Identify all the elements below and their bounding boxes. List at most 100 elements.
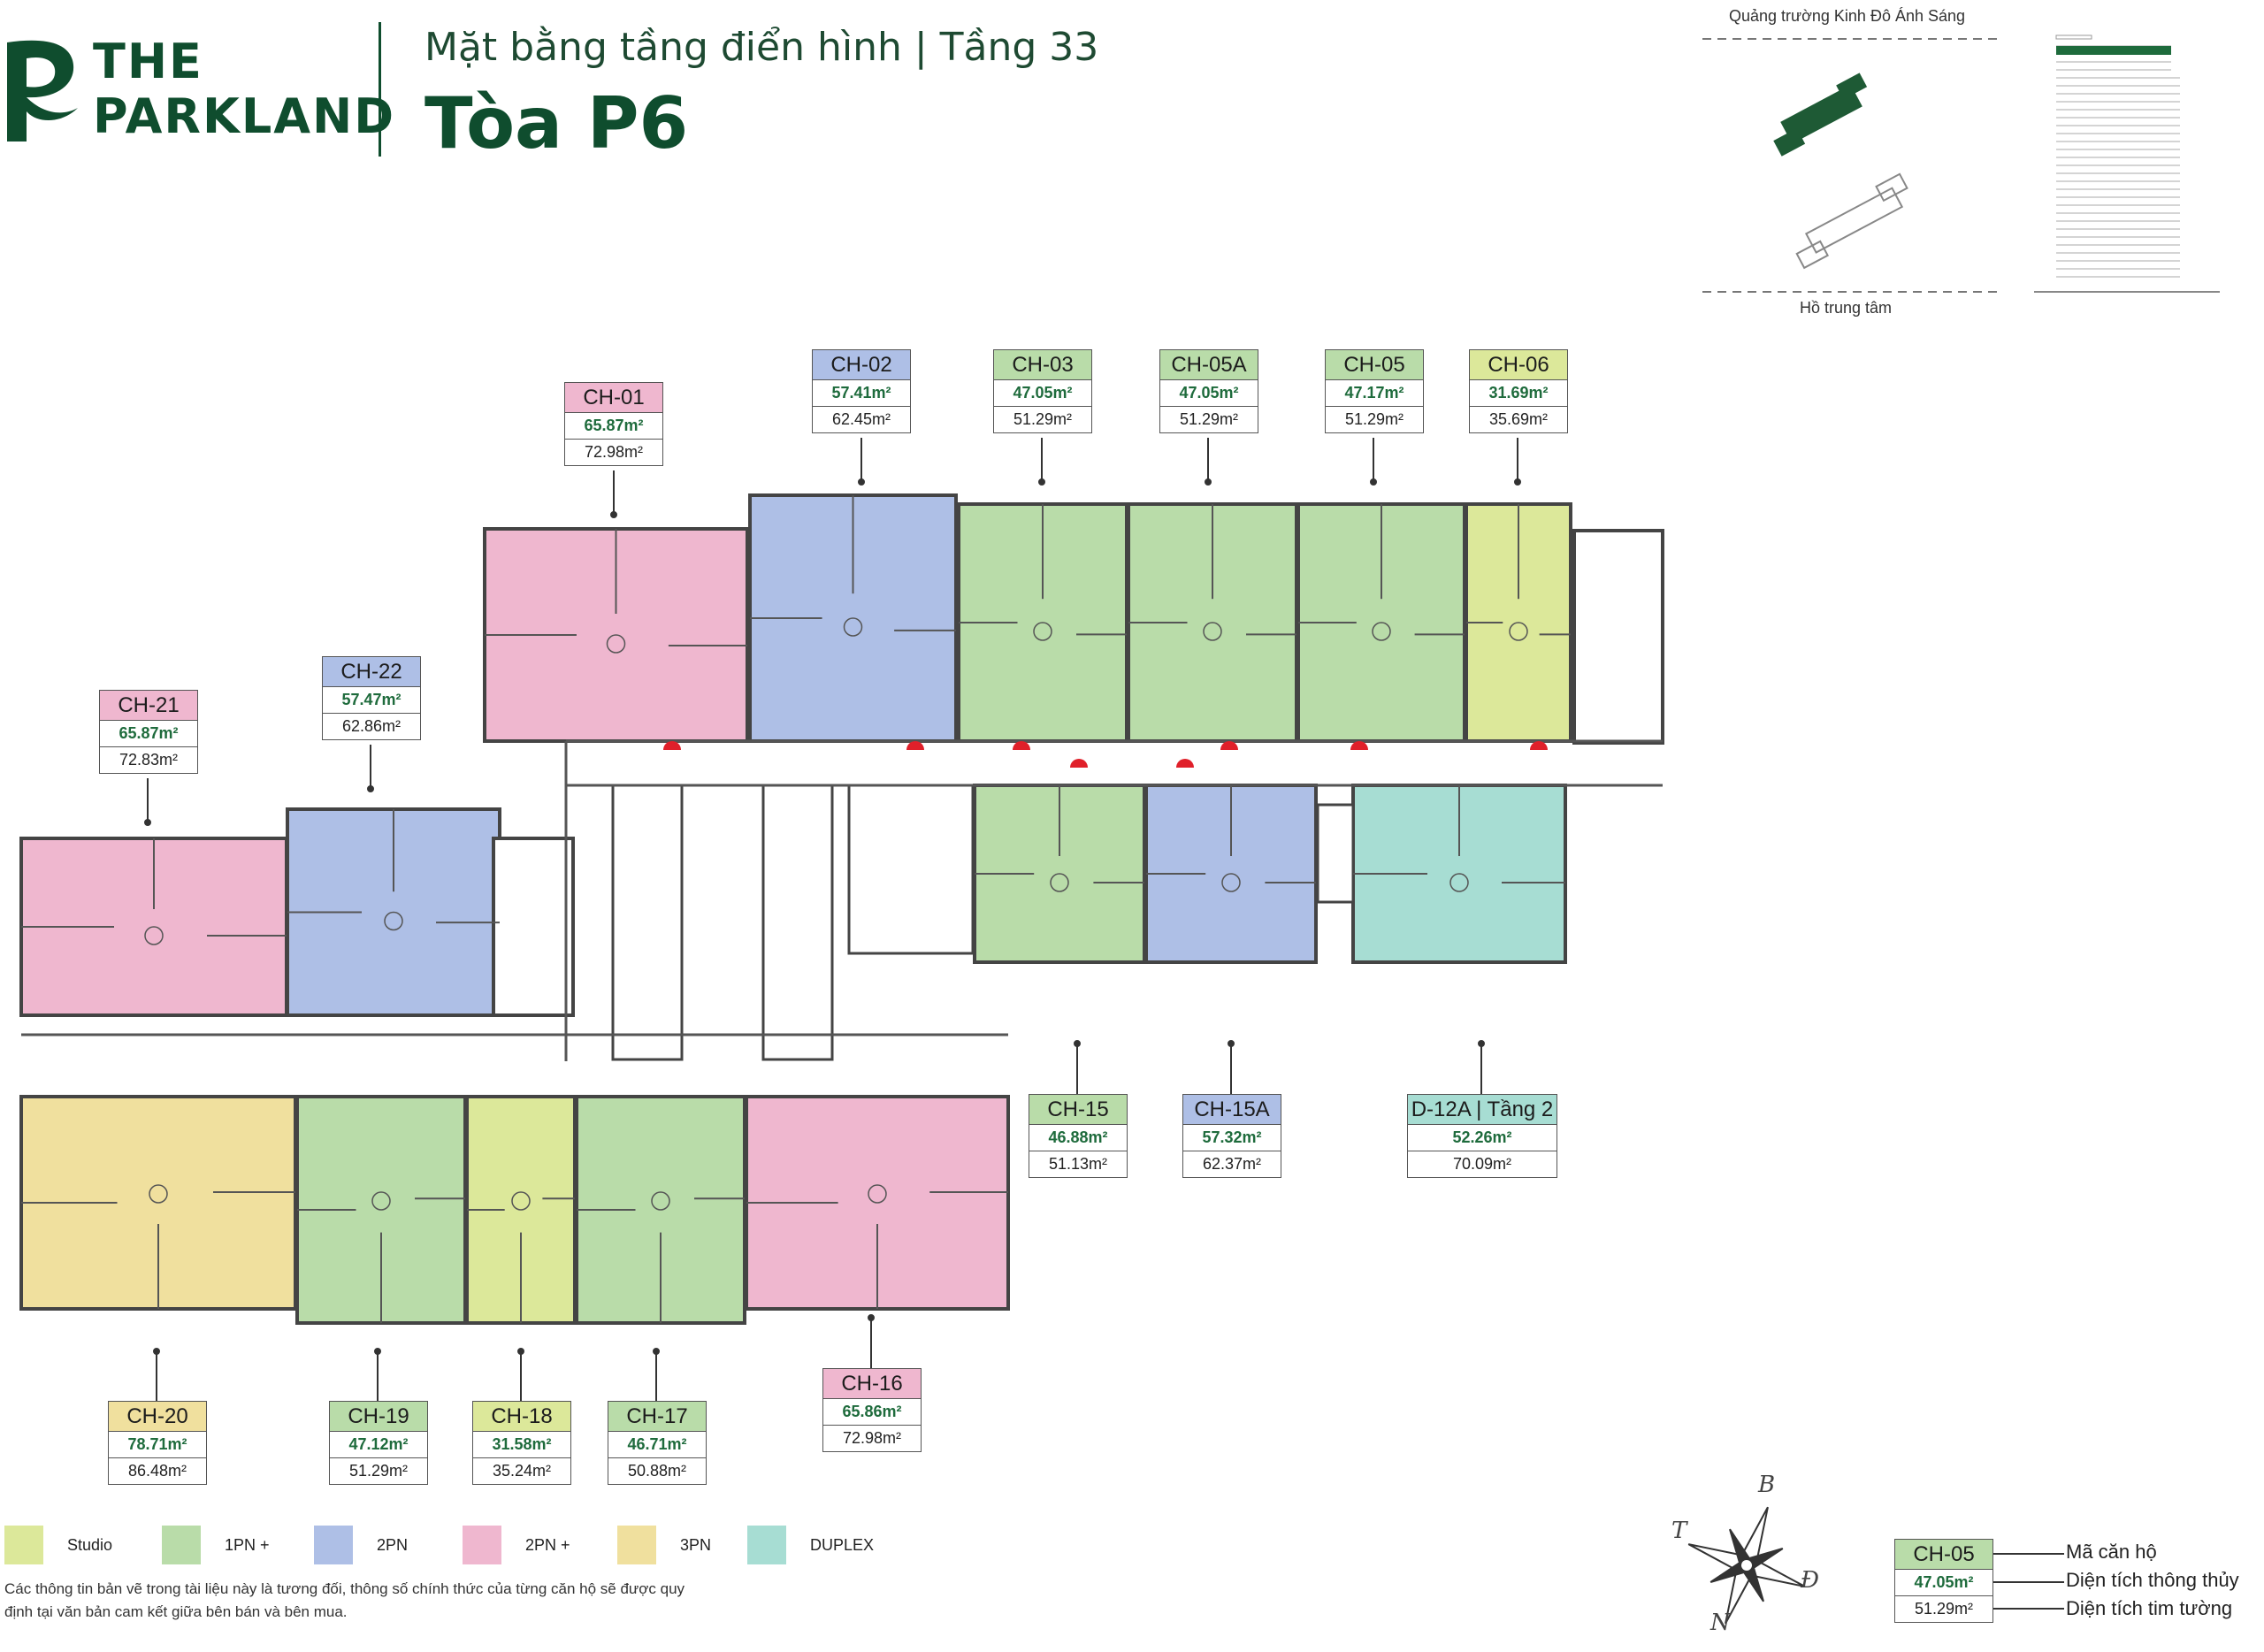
unit-gross-area: 72.98m²	[584, 443, 644, 461]
tower-p6-highlight-icon	[1773, 73, 1868, 157]
service-core	[847, 784, 975, 955]
key-gross-label: Diện tích tim tường	[2066, 1597, 2233, 1619]
unit-net-area: 31.69m²	[1470, 380, 1567, 407]
leader-dot	[374, 1348, 381, 1355]
legend-swatch	[617, 1526, 656, 1564]
compass-rose-icon	[1687, 1506, 1806, 1625]
unit-gross-area: 51.29m²	[348, 1462, 409, 1480]
unit-net-area: 47.05m²	[1160, 380, 1258, 407]
legend-swatch	[463, 1526, 501, 1564]
stair-west	[492, 837, 575, 1017]
unit-net-area: 57.41m²	[813, 380, 910, 407]
disclaimer-note: Các thông tin bản vẽ trong tài liệu này …	[4, 1580, 685, 1620]
unit-gross-area: 51.29m²	[1344, 410, 1404, 428]
unit-code: CH-06	[1470, 350, 1567, 380]
entrance-marker-icon	[1176, 759, 1194, 768]
unit-gross-area: 35.69m²	[1488, 410, 1549, 428]
site-bottom-label: Hồ trung tâm	[1800, 299, 1893, 317]
key-sample-box: CH-05 47.05m² 51.29m²	[1894, 1539, 1993, 1623]
unit-code: CH-22	[323, 657, 420, 687]
current-floor-marker	[2056, 46, 2171, 55]
unit-net-area: 46.71m²	[608, 1432, 706, 1458]
unit-gross-area: 62.37m²	[1202, 1155, 1262, 1173]
unit-code: CH-21	[100, 691, 197, 721]
unit-net-area: 57.47m²	[323, 687, 420, 714]
compass-east-label: Đ	[1801, 1567, 1819, 1594]
key-connector-lines	[1993, 1553, 2064, 1610]
entrance-marker-icon	[1013, 741, 1030, 750]
unit-net-area: 65.87m²	[100, 721, 197, 747]
unit-code: CH-17	[608, 1402, 706, 1432]
legend-label: 2PN	[377, 1536, 409, 1554]
parkland-leaf-logo-icon	[7, 40, 78, 141]
unit-code: CH-16	[823, 1369, 921, 1399]
legend-label: Studio	[67, 1536, 113, 1554]
unit-net-area: 65.86m²	[823, 1399, 921, 1426]
floor-plan	[19, 493, 1664, 1061]
elevator-core-b	[761, 784, 834, 1061]
unit-net-area: 46.88m²	[1029, 1125, 1127, 1151]
legend-swatch	[314, 1526, 353, 1564]
unit-code: CH-02	[813, 350, 910, 380]
unit-gross-area: 86.48m²	[127, 1462, 187, 1480]
duplex-stair	[1316, 803, 1355, 904]
unit-net-area: 31.58m²	[473, 1432, 570, 1458]
unit-code: CH-05	[1326, 350, 1423, 380]
key-code: CH-05	[1895, 1540, 1992, 1570]
unit-gross-area: 72.83m²	[119, 751, 179, 769]
floor-plan-bottom	[19, 1095, 1010, 1325]
elevator-core-a	[611, 784, 684, 1061]
entrance-marker-icon	[663, 741, 681, 750]
entrance-marker-icon	[1350, 741, 1368, 750]
unit-code: CH-15A	[1183, 1095, 1281, 1125]
legend-label: 2PN +	[525, 1536, 570, 1554]
legend-swatch	[4, 1526, 43, 1564]
site-top-label: Quảng trường Kinh Đô Ánh Sáng	[1729, 7, 1966, 25]
unit-code: CH-19	[330, 1402, 427, 1432]
unit-net-area: 57.32m²	[1183, 1125, 1281, 1151]
header-divider	[379, 22, 381, 157]
unit-net-area: 52.26m²	[1408, 1125, 1556, 1151]
key-code-label: Mã căn hộ	[2066, 1541, 2157, 1563]
key-net-area: 47.05m²	[1895, 1570, 1992, 1596]
stair-east	[1572, 529, 1664, 745]
unit-code: D-12A | Tầng 2	[1408, 1095, 1556, 1125]
unit-code: CH-05A	[1160, 350, 1258, 380]
compass-west-label: T	[1671, 1518, 1687, 1544]
unit-code: CH-03	[994, 350, 1091, 380]
unit-code: CH-18	[473, 1402, 570, 1432]
unit-gross-area: 51.13m²	[1048, 1155, 1108, 1173]
unit-code: CH-20	[109, 1402, 206, 1432]
unit-gross-area: 50.88m²	[627, 1462, 687, 1480]
key-gross-area: 51.29m²	[1914, 1600, 1974, 1618]
brand-name-line2: PARKLAND	[93, 88, 396, 144]
tower-elevation	[2055, 34, 2092, 40]
entrance-marker-icon	[1220, 741, 1238, 750]
unit-gross-area: 35.24m²	[492, 1462, 552, 1480]
unit-code: CH-01	[565, 383, 662, 413]
entrance-marker-icon	[1070, 759, 1088, 768]
entrance-marker-icon	[1530, 741, 1548, 750]
unit-gross-area: 62.45m²	[831, 410, 891, 428]
key-net-label: Diện tích thông thủy	[2066, 1569, 2239, 1591]
page-subtitle: Mặt bằng tầng điển hình | Tầng 33	[424, 25, 1099, 70]
page-title: Tòa P6	[424, 82, 689, 164]
leader-dot	[517, 1348, 524, 1355]
brand-name-line1: THE	[93, 34, 203, 89]
